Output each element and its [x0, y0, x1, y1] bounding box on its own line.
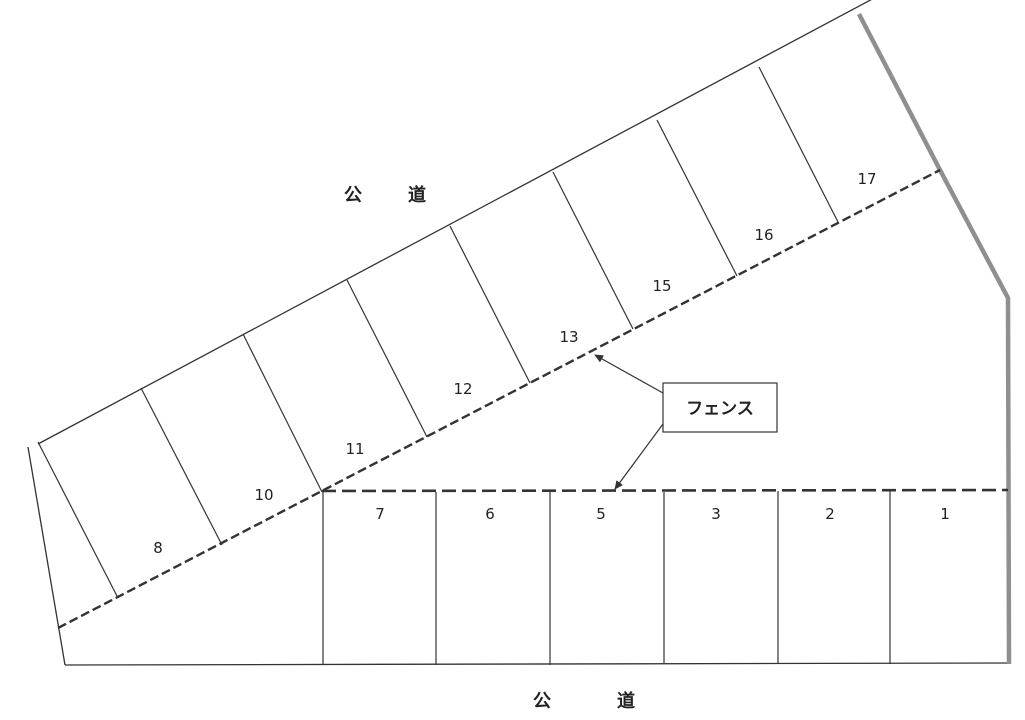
callout-arrow-upper	[594, 354, 664, 394]
bottom-boundary-line	[64, 662, 1011, 666]
fence-diagonal	[57, 168, 941, 630]
space-number: 13	[559, 328, 578, 346]
road-char: 道	[617, 690, 635, 712]
space-number: 6	[485, 505, 495, 523]
fence-label: フェンス	[686, 399, 754, 419]
space-number: 8	[153, 539, 163, 557]
space-number: 1	[940, 505, 950, 523]
road-char: 道	[408, 184, 426, 206]
space-number: 16	[754, 226, 773, 244]
space-number: 3	[711, 505, 721, 523]
space-number: 12	[453, 380, 472, 398]
top-boundary-line	[37, 0, 872, 445]
divider	[552, 171, 634, 330]
fence-horizontal	[321, 488, 1009, 493]
space-number: 7	[375, 505, 385, 523]
space-number: 17	[857, 170, 876, 188]
left-boundary-line	[27, 446, 66, 666]
divider	[449, 225, 531, 384]
road-label-bottom: 公 道	[533, 690, 635, 712]
road-char: 公	[344, 185, 362, 206]
lot-boundary	[27, 0, 1011, 666]
callout-box	[662, 382, 778, 433]
road-char: 公	[533, 691, 551, 712]
lower-row-dividers	[322, 491, 891, 665]
divider	[140, 387, 223, 546]
divider	[242, 333, 323, 493]
space-number: 10	[254, 486, 273, 504]
upper-row-numbers: 8 10 11 12 13 15 16 17	[153, 170, 876, 557]
road-label-top: 公 道	[344, 184, 426, 206]
space-number: 2	[825, 505, 835, 523]
lower-row-numbers: 7 6 5 3 2 1	[375, 505, 950, 523]
wall-right	[857, 12, 1012, 665]
divider	[37, 441, 119, 599]
callout-arrow-lower	[614, 423, 664, 490]
fence-callout: フェンス	[594, 354, 778, 490]
space-number: 15	[652, 277, 671, 295]
divider	[346, 279, 428, 438]
space-number: 11	[345, 440, 364, 458]
divider	[656, 119, 738, 277]
divider	[758, 66, 839, 223]
space-number: 5	[596, 505, 606, 523]
upper-row-dividers	[37, 66, 839, 599]
